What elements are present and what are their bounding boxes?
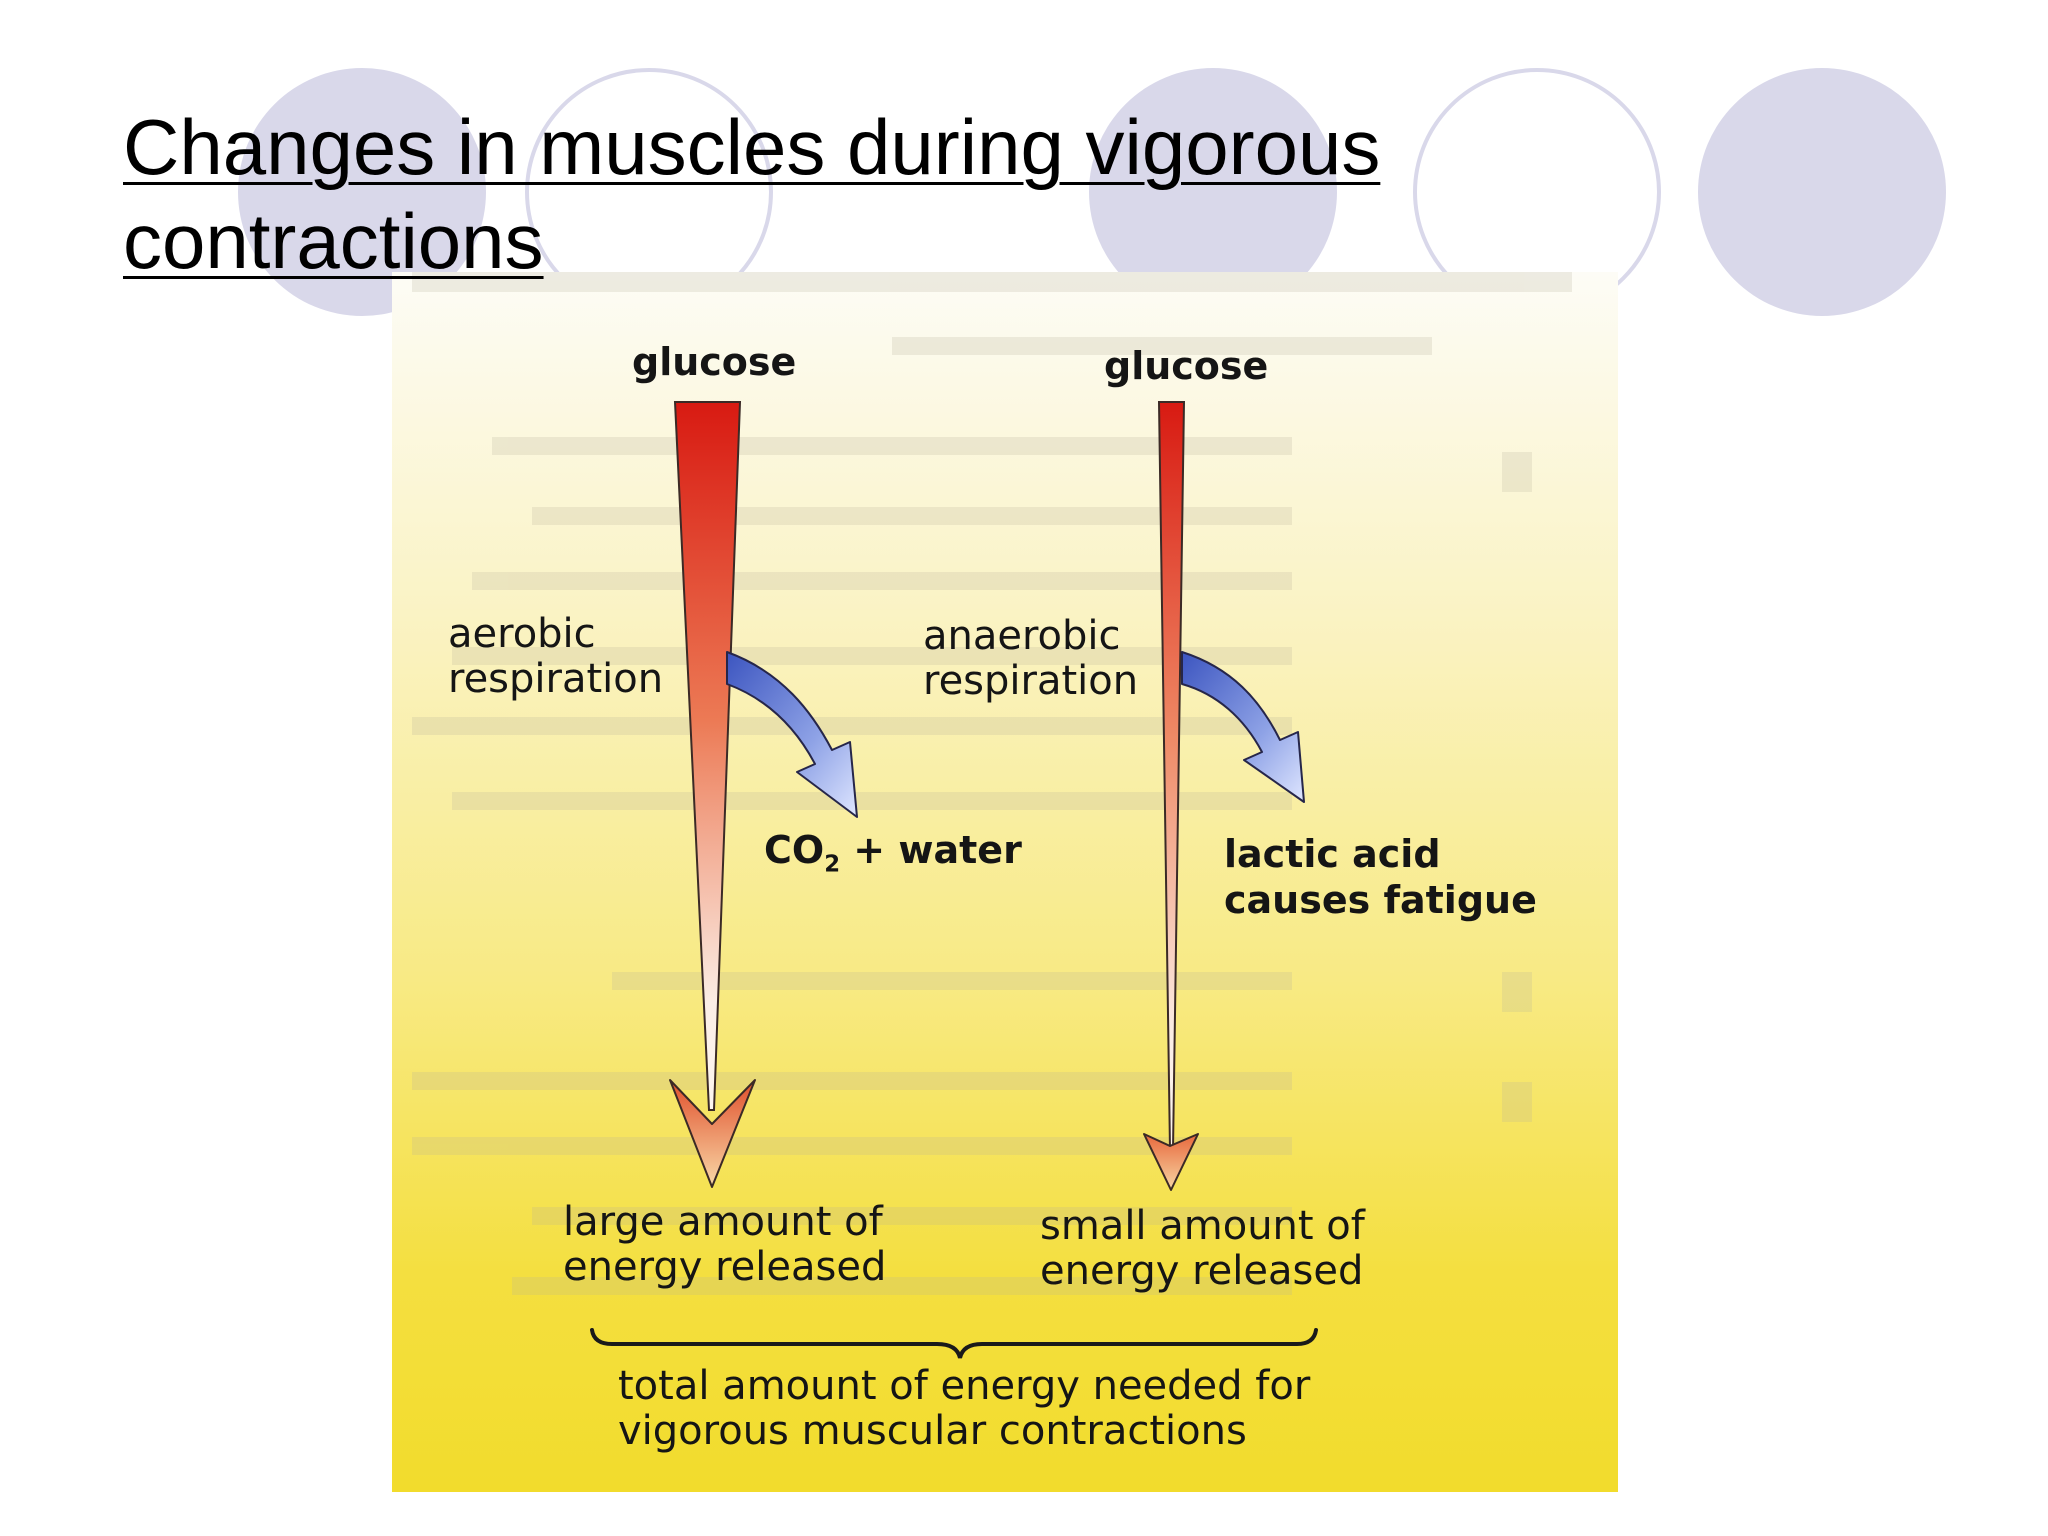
right-glucose-label: glucose bbox=[1104, 344, 1269, 388]
left-glucose-label: glucose bbox=[632, 340, 797, 384]
anaerobic-label-line1: anaerobic bbox=[923, 613, 1121, 659]
anaerobic-result-line1: small amount of bbox=[1040, 1203, 1365, 1249]
anaerobic-main-arrow bbox=[1143, 401, 1199, 1191]
water-text: + water bbox=[840, 828, 1022, 872]
slide-title: Changes in muscles during vigorous contr… bbox=[123, 103, 1381, 285]
aerobic-label-line1: aerobic bbox=[448, 611, 596, 657]
anaerobic-result-line2: energy released bbox=[1040, 1248, 1364, 1294]
lactic-acid-label-line2: causes fatigue bbox=[1224, 878, 1537, 922]
total-energy-brace bbox=[590, 1328, 1318, 1359]
lactic-acid-label-line1: lactic acid bbox=[1224, 832, 1441, 876]
co2-subscript: 2 bbox=[824, 851, 841, 878]
total-energy-line1: total amount of energy needed for bbox=[618, 1363, 1311, 1409]
decorative-circle bbox=[1698, 68, 1946, 316]
anaerobic-branch-arrow bbox=[1181, 651, 1305, 803]
aerobic-result-line2: energy released bbox=[563, 1244, 887, 1290]
aerobic-label-line2: respiration bbox=[448, 656, 664, 702]
co2-formula: CO bbox=[764, 828, 825, 872]
aerobic-product-label: CO2 + water bbox=[764, 828, 1022, 876]
aerobic-branch-arrow bbox=[726, 651, 858, 818]
total-energy-line2: vigorous muscular contractions bbox=[618, 1408, 1247, 1454]
anaerobic-label-line2: respiration bbox=[923, 658, 1139, 704]
aerobic-result-line1: large amount of bbox=[563, 1199, 883, 1245]
aerobic-main-arrow bbox=[669, 401, 756, 1188]
respiration-diagram: glucose glucose aerobic respiration anae… bbox=[392, 272, 1618, 1492]
diagram-arrows bbox=[590, 401, 1318, 1359]
